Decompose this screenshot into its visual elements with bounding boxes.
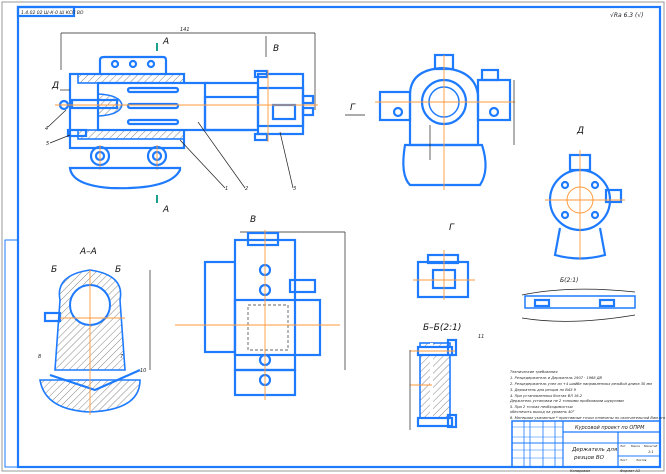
- footer-copy: Копировал: [570, 469, 591, 473]
- note-line: 6. Материал указанные * приставные точки…: [510, 416, 666, 420]
- note-line: 2. Резцедержатель узел из +4 шайбе напра…: [510, 382, 652, 386]
- lit-label: Лит.: [619, 444, 627, 448]
- marker-d-view: Д: [576, 126, 584, 136]
- callout-11: 11: [478, 334, 484, 340]
- technical-notes: Технические требования 1. Резцедержатель…: [509, 370, 666, 420]
- detail-b-title: Б(2:1): [560, 277, 578, 284]
- side-stamp: [4, 239, 19, 468]
- note-line: Держатель установки не 2 тонкими пробков…: [509, 399, 624, 403]
- marker-a-top: А: [162, 37, 169, 47]
- sheets-label: Листов: [635, 458, 647, 462]
- callout-5: 5: [46, 141, 49, 147]
- top-stamp-box: [16, 5, 76, 18]
- note-line: 4. При установленных болтах ВЛ 16-2: [510, 394, 583, 398]
- scale-value: 1:1: [648, 450, 654, 454]
- view-d: Д: [545, 126, 625, 260]
- callout-4: 4: [45, 126, 48, 132]
- overall-dimension: 141: [180, 27, 190, 33]
- detail-b: Б(2:1): [521, 277, 636, 322]
- note-line: 3. Держатель для резцов по ВАЗ 9: [510, 388, 577, 392]
- section-b-b: Б–Б(2:1) 11: [409, 323, 484, 430]
- note-line: 5. При 2 точках необходимостью: [510, 405, 573, 409]
- notes-title: Технические требования: [510, 370, 558, 374]
- top-stamp: 1.4.02 02 Ш-К-0 Ш КСП ВО: [21, 10, 84, 16]
- callout-7: 7: [120, 354, 124, 360]
- marker-b-right: Б: [115, 265, 121, 275]
- main-view: 141 Д А А В 1 2 3: [45, 27, 318, 215]
- callout-2: 2: [245, 186, 248, 192]
- footer-format: Формат А3: [620, 469, 640, 473]
- title-block: Курсовой проект по ОПРМ Держатель для ре…: [511, 420, 661, 473]
- drawing-name-2: резцов ВО: [573, 455, 605, 461]
- mass-label: Масса: [631, 444, 640, 448]
- section-a-a-title: А–А: [79, 247, 97, 257]
- sheet-label: Лист: [619, 458, 627, 462]
- roughness-mark: √Ra 6.3 (√): [610, 12, 644, 19]
- scale-label: Масштаб: [644, 444, 658, 448]
- marker-b-left: Б: [51, 265, 57, 275]
- callout-1: 1: [225, 186, 228, 192]
- inner-frame: [16, 5, 662, 469]
- marker-g: Г: [350, 103, 356, 113]
- view-g-small: Г: [413, 223, 475, 300]
- view-g: Г: [345, 53, 515, 190]
- view-b: В: [175, 215, 346, 400]
- note-line: обеспечить выход на уровень 40°: [510, 410, 575, 414]
- marker-d-main: Д: [51, 81, 59, 91]
- callout-10: 10: [140, 368, 146, 374]
- view-b-title: В: [250, 215, 256, 225]
- course-title: Курсовой проект по ОПРМ: [575, 425, 645, 431]
- note-line: 1. Резцедержатель и Держатель 1907 · 196…: [510, 376, 603, 380]
- section-b-b-title: Б–Б(2:1): [423, 323, 461, 333]
- callout-8: 8: [38, 354, 41, 360]
- callout-3: 3: [293, 186, 296, 192]
- marker-v: В: [273, 44, 279, 54]
- section-a-a: А–А Б Б 8 7 10: [38, 247, 151, 415]
- view-g-small-title: Г: [449, 223, 455, 233]
- marker-a-bottom: А: [162, 205, 169, 215]
- drawing-name-1: Держатель для: [571, 447, 618, 453]
